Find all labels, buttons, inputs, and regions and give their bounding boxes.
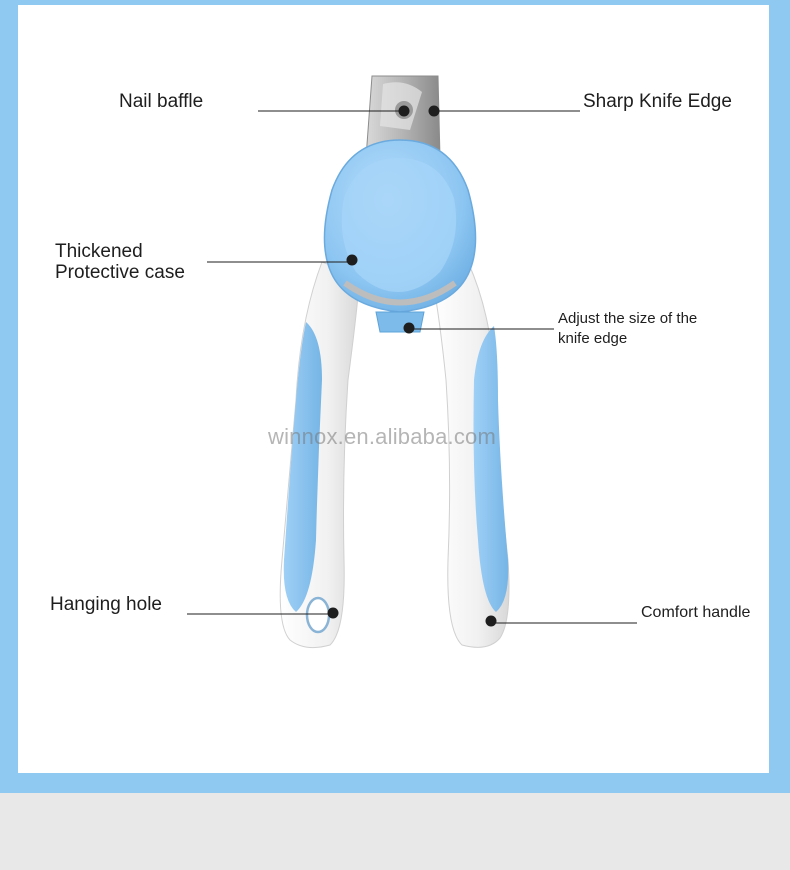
label-nail-baffle: Nail baffle (119, 91, 204, 112)
left-handle (279, 261, 361, 649)
hanging-hole (305, 596, 331, 634)
watermark: winnox.en.alibaba.com (268, 424, 497, 449)
protective-case (323, 139, 477, 313)
blade (365, 75, 441, 159)
label-hanging-hole: Hanging hole (50, 594, 162, 615)
product-diagram (187, 75, 637, 649)
callout-dot-hanging-hole (327, 607, 339, 619)
label-adjust-line1: Adjust the size of the (558, 310, 698, 327)
callouts (187, 105, 637, 627)
callout-dot-knife-edge (428, 105, 440, 117)
callout-dot-comfort-handle (485, 615, 497, 627)
callout-dot-adjust (403, 322, 415, 334)
label-sharp-knife-edge: Sharp Knife Edge (583, 91, 732, 112)
label-comfort-handle: Comfort handle (641, 604, 751, 621)
right-handle (431, 261, 510, 648)
label-thickened-line2: Protective case (55, 262, 185, 283)
label-adjust-line2: knife edge (558, 330, 628, 347)
callout-dot-nail-baffle (398, 105, 410, 117)
label-thickened-line1: Thickened (55, 241, 143, 262)
callout-dot-case (346, 254, 358, 266)
